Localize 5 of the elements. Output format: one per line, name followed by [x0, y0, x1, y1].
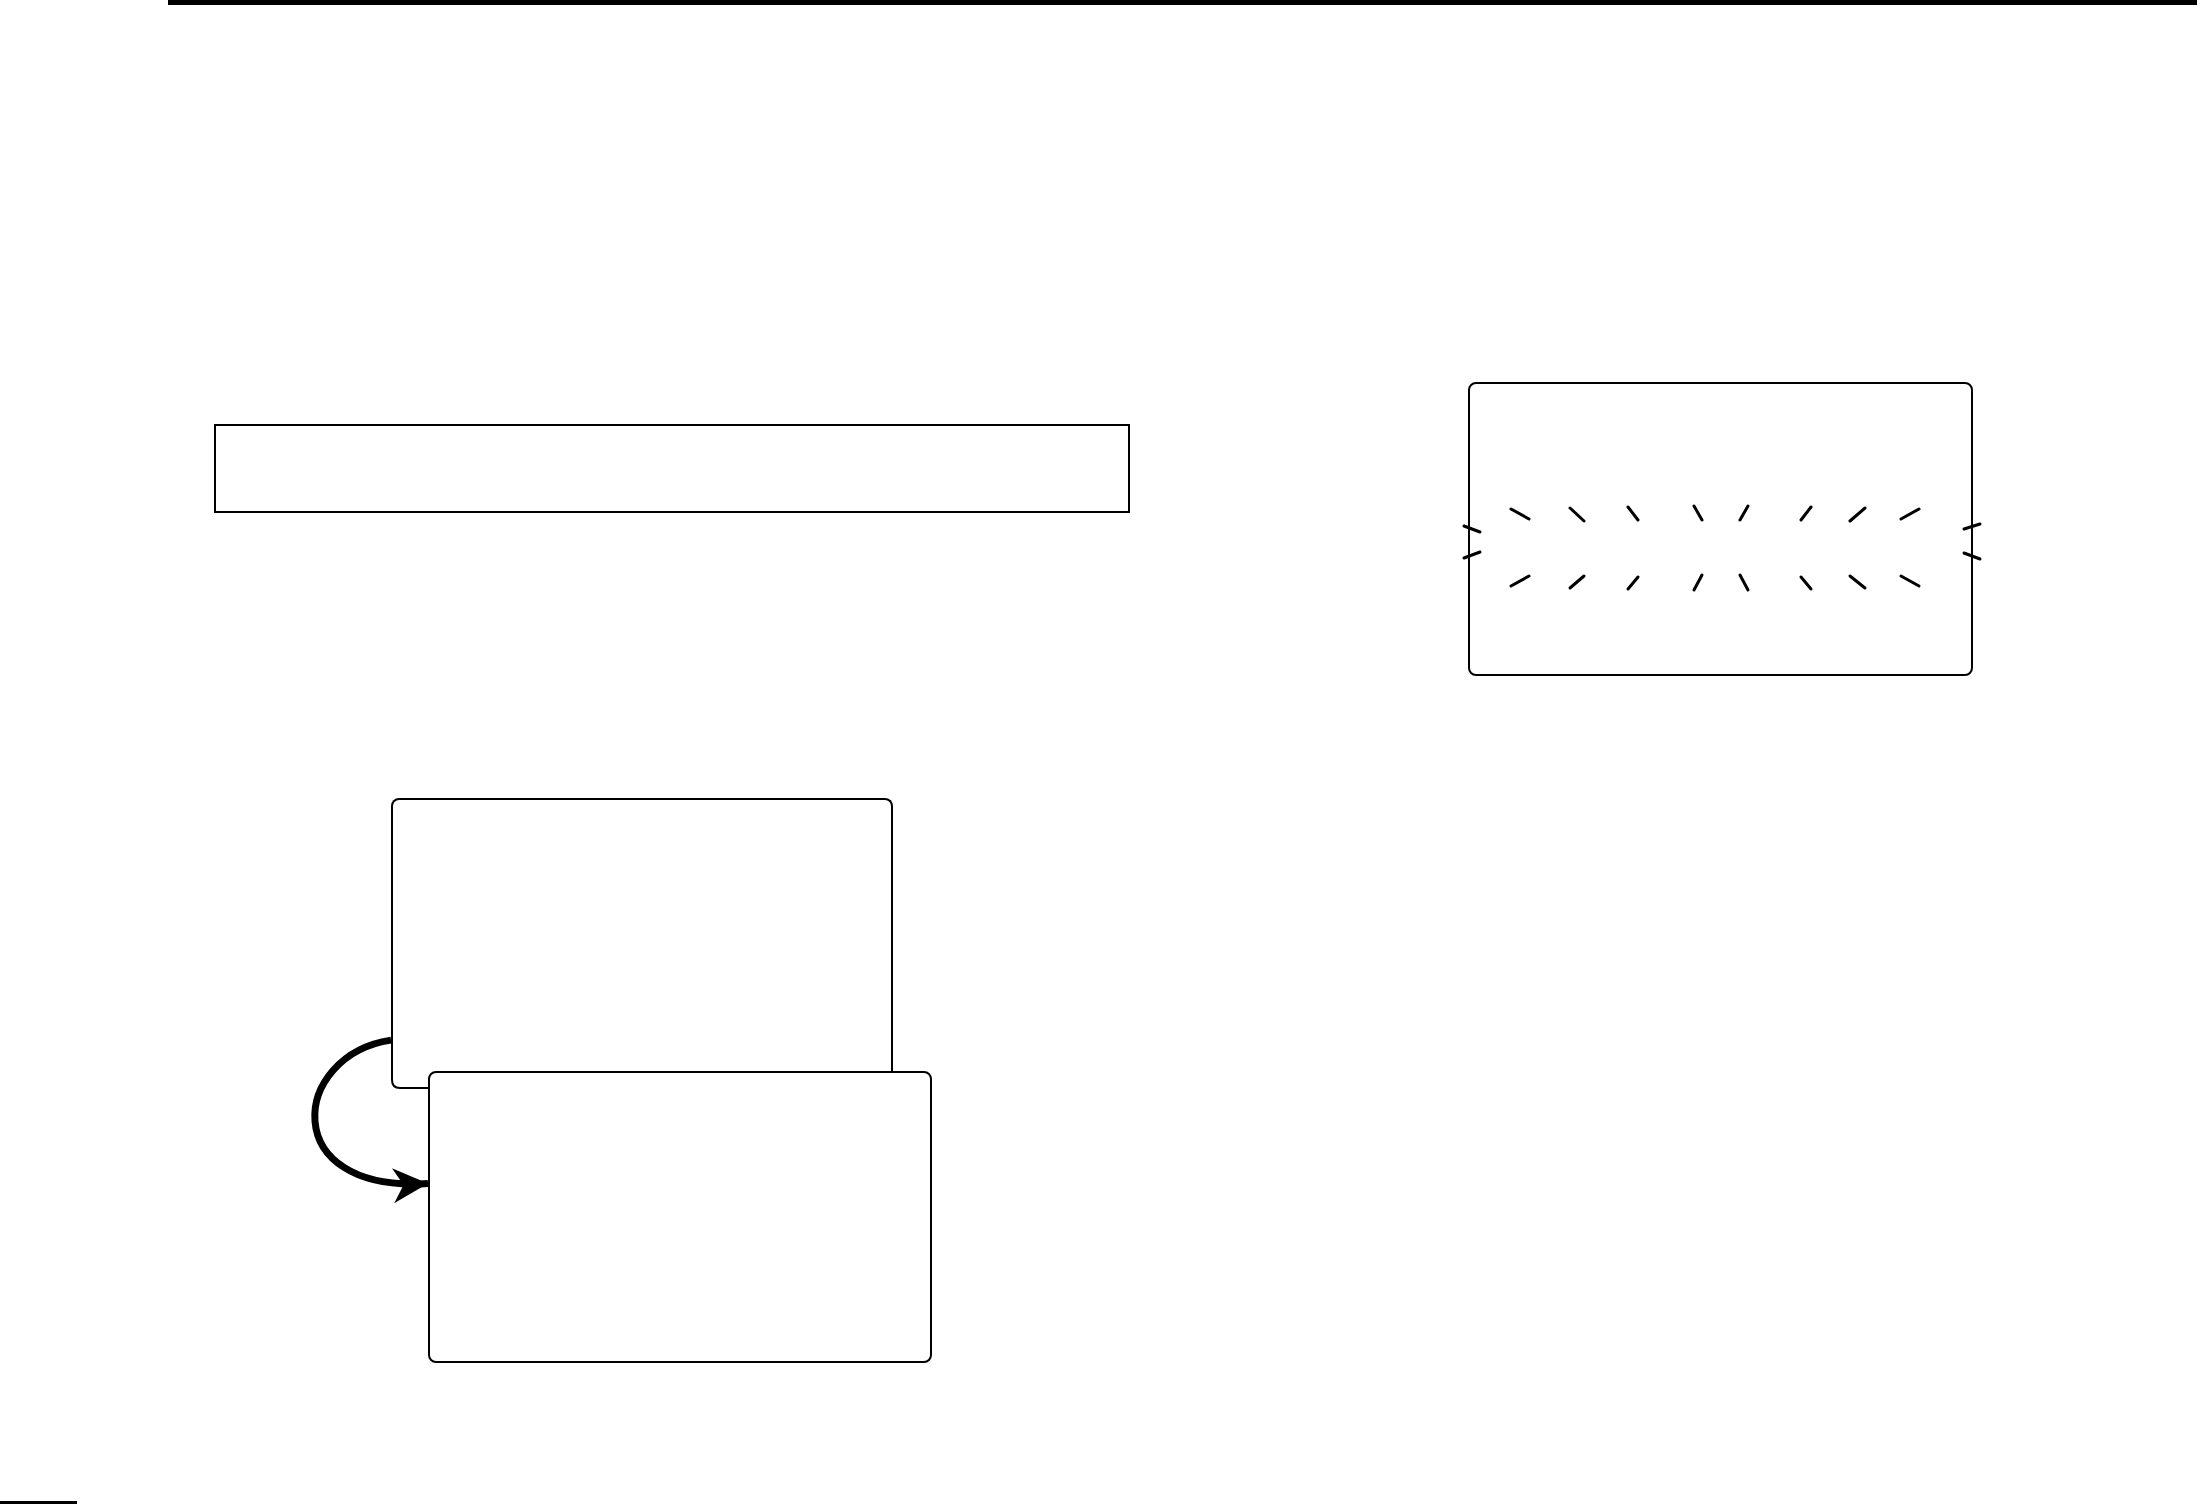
- screen-frame: [391, 798, 893, 1071]
- curved-arrow: [311, 1036, 429, 1201]
- display-box: [214, 424, 1130, 513]
- lcd-display-frame: [1468, 382, 1973, 676]
- screen-frame: [428, 1071, 932, 1363]
